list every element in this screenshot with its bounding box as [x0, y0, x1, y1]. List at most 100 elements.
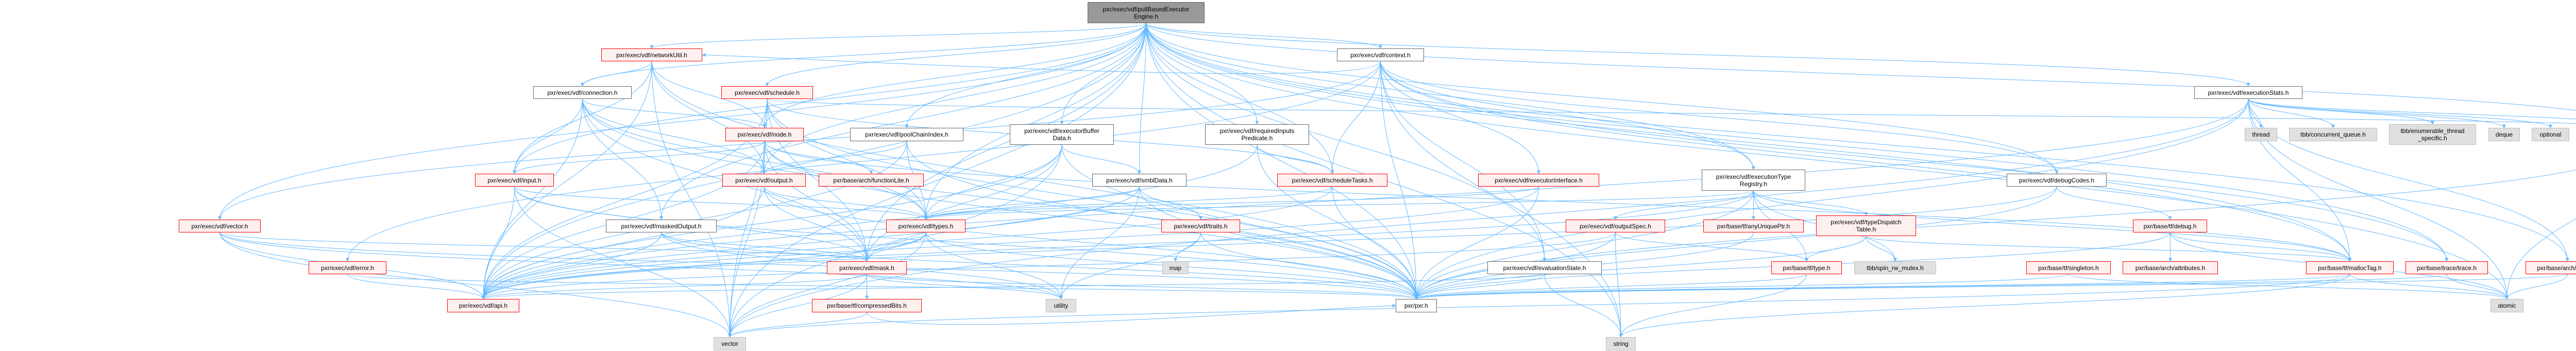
edge-root-to-pxr [1146, 23, 1418, 299]
graph-node-node[interactable]: pxr/exec/vdf/node.h [725, 128, 804, 141]
edge-executionStats-to-deque [2248, 98, 2506, 128]
edge-context-to-scheduleTasks [1330, 61, 1381, 174]
graph-node-malloc-tag[interactable]: pxr/base/tf/mallocTag.h [2306, 261, 2394, 274]
edge-executorBufferData-to-mask [865, 144, 1062, 262]
graph-node-schedule-tasks[interactable]: pxr/exec/vdf/scheduleTasks.h [1277, 174, 1387, 187]
graph-node-executor-interface[interactable]: pxr/exec/vdf/executorInterface.h [1478, 174, 1599, 187]
edge-debugCodes-to-debug [2056, 186, 2172, 220]
edge-bits-to-atomic [2505, 218, 2576, 299]
graph-node-schedule[interactable]: pxr/exec/vdf/schedule.h [721, 86, 813, 99]
graph-node-timing[interactable]: pxr/base/arch/timing.h [2526, 261, 2576, 274]
edge-timing-to-atomic [2505, 274, 2568, 299]
graph-node-atomic[interactable]: atomic [2490, 299, 2523, 312]
graph-node-types[interactable]: pxr/exec/vdf/types.h [886, 220, 965, 232]
edge-input-to-pxr [514, 186, 1418, 299]
graph-node-mask[interactable]: pxr/exec/vdf/mask.h [827, 261, 907, 274]
graph-node-api[interactable]: pxr/exec/vdf/api.h [447, 299, 519, 312]
graph-node-enumerable[interactable]: tbb/enumerable_thread _specific.h [2389, 124, 2476, 145]
graph-node-execution-stats[interactable]: pxr/exec/vdf/executionStats.h [2194, 86, 2302, 99]
edge-executorInterface-to-pxr [1414, 186, 1539, 299]
graph-node-error[interactable]: pxr/exec/vdf/error.h [309, 261, 386, 274]
edge-scheduleTasks-to-pxr [1332, 186, 1418, 299]
edge-context-to-mallocTag [1380, 61, 2352, 262]
edge-executionStats-to-bits [2248, 98, 2576, 120]
edge-maskedOutput-to-pxr [661, 232, 1418, 299]
edge-root-to-schedule [765, 23, 1146, 87]
graph-node-vector[interactable]: vector [714, 337, 746, 350]
graph-node-network-util[interactable]: pxr/exec/vdf/networkUtil.h [601, 48, 702, 61]
edge-executionStats-to-enumerable [2248, 98, 2434, 125]
edge-outputSpec-to-type [1615, 232, 1808, 262]
graph-node-masked-output[interactable]: pxr/exec/vdf/maskedOutput.h [606, 220, 717, 232]
edge-scheduleTasks-to-types [924, 186, 1333, 220]
graph-node-singleton[interactable]: pxr/base/tf/singleton.h [2026, 261, 2111, 274]
edge-smblData-to-pxr [1139, 186, 1418, 299]
graph-node-optional[interactable]: optional [2532, 128, 2569, 141]
edge-schedule-to-vector [728, 98, 768, 338]
edge-executionStats-to-timing [2248, 98, 2569, 262]
edge-networkUtil-to-node [651, 61, 767, 128]
graph-node-map[interactable]: map [1162, 261, 1189, 274]
graph-node-pool-chain-index[interactable]: pxr/exec/vdf/poolChainIndex.h [850, 128, 963, 141]
edge-maskedOutput-to-mask [661, 232, 869, 262]
edge-input-to-types [514, 186, 928, 220]
edge-executionTypeRegistry-to-typeDispatchTable [1753, 190, 1868, 216]
graph-node-string[interactable]: string [1606, 337, 1636, 350]
graph-node-input[interactable]: pxr/exec/vdf/input.h [475, 174, 554, 187]
edge-traits-to-utility [1059, 232, 1201, 299]
graph-node-concurrent-queue[interactable]: tbb/concurrent_queue.h [2289, 128, 2377, 141]
edge-node-to-pxr [764, 141, 1418, 299]
edge-root-to-smblData [1138, 23, 1146, 174]
graph-node-any-unique-ptr[interactable]: pxr/base/tf/anyUniquePtr.h [1703, 220, 1804, 232]
graph-node-debug-codes[interactable]: pxr/exec/vdf/debugCodes.h [2007, 174, 2107, 187]
edge-typeDispatchTable-to-spin_rw_mutex [1866, 236, 1897, 262]
edge-debug-to-mallocTag [2170, 232, 2352, 262]
graph-node-context[interactable]: pxr/exec/vdf/context.h [1337, 48, 1424, 61]
graph-node-compressed-bits[interactable]: pxr/base/tf/compressedBits.h [812, 299, 922, 312]
graph-node-spin-rw-mutex[interactable]: tbb/spin_rw_mutex.h [1854, 261, 1936, 274]
graph-node-trace[interactable]: pxr/base/trace/trace.h [2405, 261, 2488, 274]
graph-node-utility[interactable]: utility [1046, 299, 1076, 312]
edge-executionStats-to-pxr [1414, 98, 2249, 299]
edge-context-to-executionTypeRegistry [1380, 61, 1755, 170]
graph-node-smbl-data[interactable]: pxr/exec/vdf/smblData.h [1092, 174, 1187, 187]
edge-root-to-maskedOutput [659, 23, 1146, 220]
graph-node-root[interactable]: pxr/exec/vdf/pullBasedExecutor Engine.h [1088, 2, 1205, 23]
graph-node-execution-type-registry[interactable]: pxr/exec/vdf/executionType Registry.h [1702, 170, 1805, 191]
edge-outputSpec-to-api [481, 232, 1616, 299]
edge-root-to-executionTypeRegistry [1146, 23, 1755, 170]
graph-node-required-inputs-predicate[interactable]: pxr/exec/vdf/requiredInputs Predicate.h [1205, 124, 1309, 145]
edge-context-to-debugCodes [1380, 61, 2059, 174]
graph-node-output[interactable]: pxr/exec/vdf/output.h [722, 174, 806, 187]
graph-node-connection[interactable]: pxr/exec/vdf/connection.h [533, 86, 632, 99]
graph-node-evaluation-state[interactable]: pxr/exec/vdf/evaluationState.h [1487, 261, 1602, 274]
edge-schedule-to-bits [767, 98, 2576, 124]
graph-node-attributes[interactable]: pxr/base/arch/attributes.h [2123, 261, 2218, 274]
graph-node-vectorh[interactable]: pxr/exec/vdf/vector.h [179, 220, 261, 232]
graph-node-type[interactable]: pxr/base/tf/type.h [1771, 261, 1842, 274]
graph-node-type-dispatch-table[interactable]: pxr/exec/vdf/typeDispatch Table.h [1816, 215, 1916, 236]
graph-node-function-lite[interactable]: pxr/base/arch/functionLite.h [819, 174, 924, 187]
edge-networkUtil-to-vector [651, 61, 732, 338]
graph-node-executor-buffer-data[interactable]: pxr/exec/vdf/executorBuffer Data.h [1010, 124, 1114, 145]
edge-smblData-to-utility [1059, 186, 1140, 299]
edge-connection-to-types [582, 98, 928, 220]
graph-node-traits[interactable]: pxr/exec/vdf/traits.h [1161, 220, 1240, 232]
graph-node-output-spec[interactable]: pxr/exec/vdf/outputSpec.h [1566, 220, 1665, 232]
edge-timing-to-pxr [1415, 274, 2568, 299]
edge-root-to-vector [728, 23, 1146, 338]
graph-node-pxr[interactable]: pxr/pxr.h [1396, 299, 1437, 312]
edge-singleton-to-pxr [1414, 274, 2069, 299]
graph-node-deque[interactable]: deque [2488, 128, 2520, 141]
edge-vectorh-to-vector [219, 232, 732, 338]
edge-root-to-node [762, 23, 1146, 128]
graph-node-debug[interactable]: pxr/base/tf/debug.h [2133, 220, 2207, 232]
graph-node-thread[interactable]: thread [2245, 128, 2277, 141]
edge-executorInterface-to-api [481, 186, 1539, 299]
edge-executorInterface-to-types [924, 186, 1539, 220]
edge-input-to-api [481, 186, 515, 299]
edge-mallocTag-to-pxr [1414, 274, 2350, 299]
edge-evaluationState-to-api [482, 274, 1545, 299]
edge-root-to-scheduleTasks [1146, 23, 1334, 174]
